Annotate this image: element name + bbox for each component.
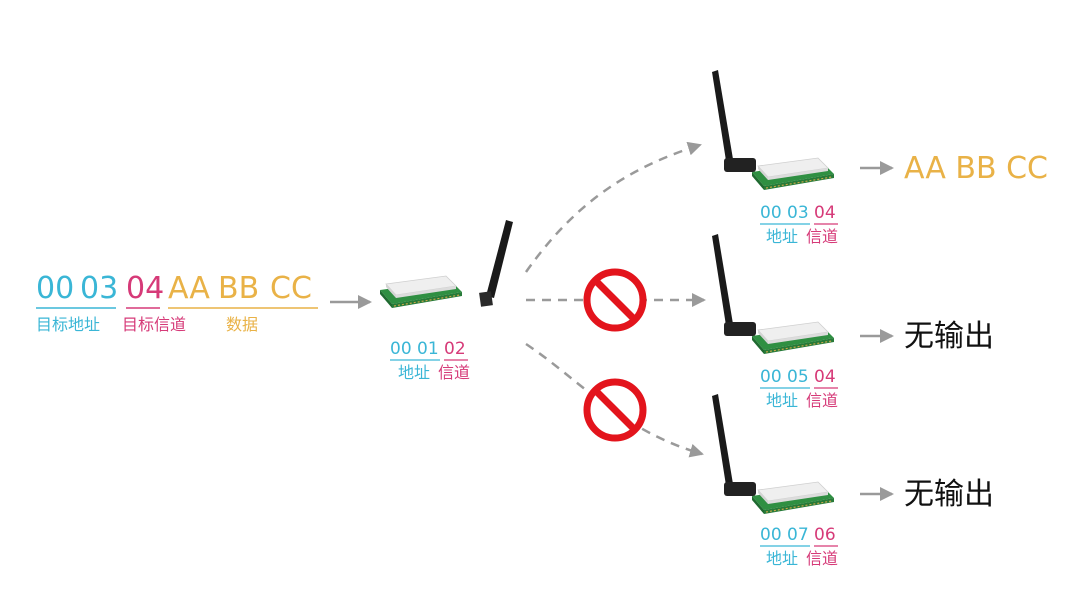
receiver-1-antenna	[712, 70, 734, 167]
path-to-receiver-1	[524, 141, 702, 273]
receiver-3-channel-label: 信道	[806, 549, 838, 568]
sender-addr-label: 地址	[398, 363, 430, 382]
packet-payload-2: BB	[218, 271, 259, 306]
receiver-1-addr: 00 03	[760, 203, 809, 223]
receiver-3-addr-label: 地址	[766, 549, 798, 568]
receiver-2-addr: 00 05	[760, 367, 809, 387]
wireless-module-icon	[751, 481, 835, 515]
packet-data-label: 数据	[226, 315, 258, 334]
receiver-1-addr-label: 地址	[766, 227, 798, 246]
receiver-1-output: AA BB CC	[904, 151, 1048, 186]
sender-antenna	[486, 220, 513, 298]
receiver-module-3	[712, 394, 835, 515]
receiver-3-antenna	[712, 394, 734, 492]
sender-channel-label: 信道	[438, 363, 470, 382]
packet-addr-label: 目标地址	[36, 315, 100, 334]
receiver-1-labels: 00 03 04 地址 信道	[760, 203, 838, 246]
receiver-1-channel-label: 信道	[806, 227, 838, 246]
receiver-2-channel-label: 信道	[806, 391, 838, 410]
receiver-3-channel: 06	[814, 525, 836, 545]
input-packet: 00 03 04 AA BB CC 目标地址 目标信道 数据	[36, 271, 318, 334]
receiver-2-labels: 00 05 04 地址 信道	[760, 367, 838, 410]
receiver-2-channel: 04	[814, 367, 836, 387]
sender-addr: 00 01	[390, 339, 439, 359]
receiver-module-1	[712, 70, 835, 191]
wireless-module-icon	[751, 321, 835, 355]
receiver-2-antenna	[712, 234, 734, 332]
receiver-module-2	[712, 234, 835, 355]
packet-channel-label: 目标信道	[122, 315, 186, 334]
packet-payload-1: AA	[168, 271, 210, 306]
receiver-1-antenna-base	[724, 158, 756, 172]
packet-addr-hi: 00	[36, 271, 74, 306]
receiver-3-addr: 00 07	[760, 525, 809, 545]
packet-addr-lo: 03	[80, 271, 118, 306]
receiver-3-antenna-base	[724, 482, 756, 496]
packet-payload-3: CC	[270, 271, 312, 306]
receiver-2-addr-label: 地址	[766, 391, 798, 410]
wireless-module-icon	[379, 275, 463, 309]
wireless-module-icon	[751, 157, 835, 191]
prohibit-icon	[583, 378, 647, 442]
receiver-3-labels: 00 07 06 地址 信道	[760, 525, 838, 568]
sender-labels: 00 01 02 地址 信道	[390, 339, 470, 382]
receiver-2-antenna-base	[724, 322, 756, 336]
receiver-2-output: 无输出	[904, 319, 994, 354]
packet-channel: 04	[126, 271, 164, 306]
prohibit-icon	[583, 268, 647, 332]
sender-channel: 02	[444, 339, 466, 359]
receiver-3-output: 无输出	[904, 477, 994, 512]
receiver-1-channel: 04	[814, 203, 836, 223]
sender-module	[379, 220, 513, 309]
